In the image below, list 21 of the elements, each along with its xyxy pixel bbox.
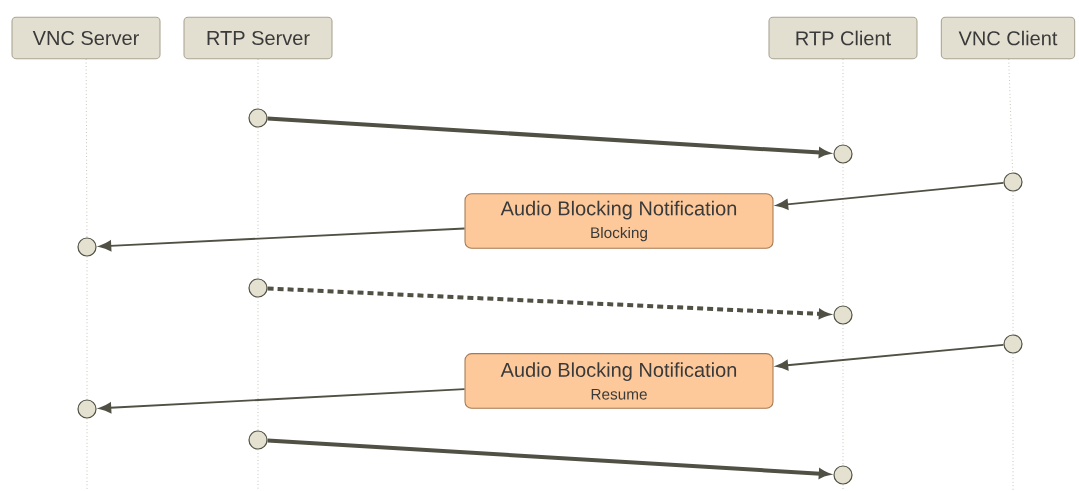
circle-marker bbox=[77, 399, 97, 419]
arrow bbox=[99, 388, 466, 413]
arrow bbox=[776, 182, 1005, 210]
arrow bbox=[99, 227, 466, 252]
message-box: Audio Blocking Notification Resume bbox=[464, 353, 774, 409]
participant-box: RTP Server bbox=[183, 16, 333, 60]
circle-marker bbox=[833, 144, 853, 164]
circle-marker bbox=[833, 305, 853, 325]
circle-marker bbox=[77, 237, 97, 257]
message-box: Audio Blocking Notification Blocking bbox=[464, 193, 774, 249]
circle-marker bbox=[833, 465, 853, 485]
circle-marker bbox=[248, 430, 268, 450]
participant-box: VNC Server bbox=[11, 16, 161, 60]
lifeline bbox=[842, 484, 844, 491]
arrow bbox=[776, 343, 1005, 371]
circle-marker bbox=[248, 108, 268, 128]
participant-box: VNC Client bbox=[940, 16, 1076, 60]
circle-marker bbox=[1003, 334, 1023, 354]
circle-marker bbox=[248, 278, 268, 298]
circle-marker bbox=[1003, 172, 1023, 192]
participant-box: RTP Client bbox=[768, 16, 918, 60]
